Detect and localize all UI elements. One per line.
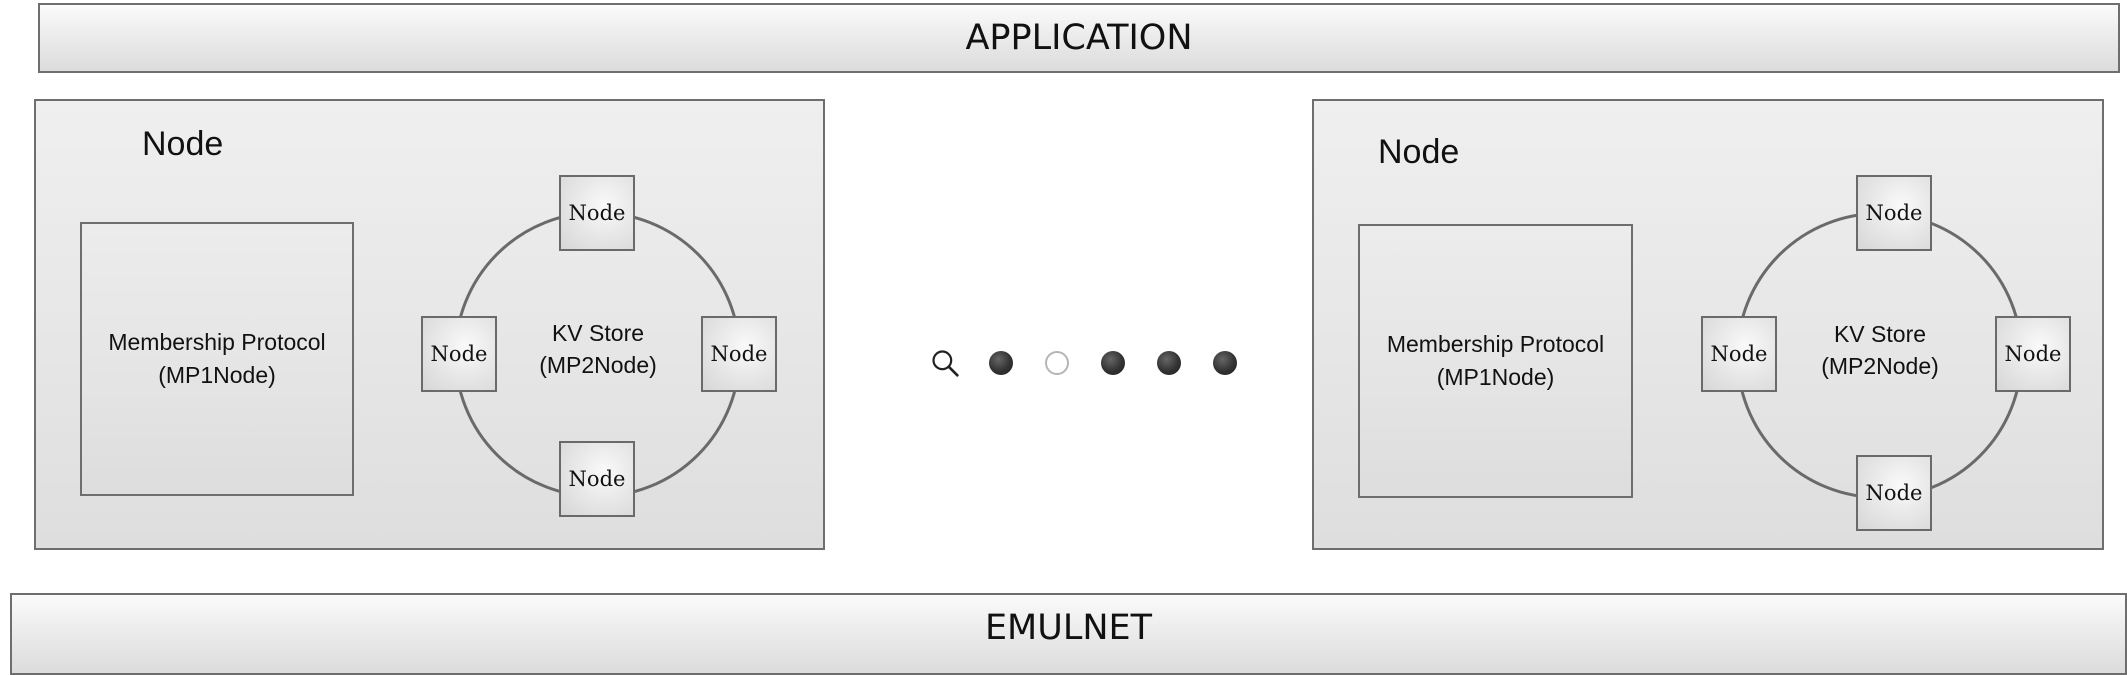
kv-store-title: KV Store (1833, 321, 1927, 347)
ring-node-right: Node (1995, 316, 2071, 392)
search-icon[interactable] (930, 343, 960, 383)
page-dot-3[interactable] (1098, 343, 1128, 383)
kv-store-class: (MP2Node) (539, 352, 657, 378)
page-indicator (930, 343, 1260, 383)
kv-store-class: (MP2Node) (1821, 353, 1939, 379)
dot-filled-icon (1101, 351, 1125, 375)
node-title: Node (1378, 133, 1460, 171)
page-dot-1[interactable] (986, 343, 1016, 383)
page-dot-2[interactable] (1042, 343, 1072, 383)
ring-node-right: Node (701, 316, 777, 392)
membership-protocol-box: Membership Protocol (MP1Node) (1358, 224, 1633, 498)
application-bar: APPLICATION (38, 3, 2120, 73)
page-dot-4[interactable] (1154, 343, 1184, 383)
ring-node-left: Node (1701, 316, 1777, 392)
dot-filled-icon (1213, 351, 1237, 375)
membership-protocol-box: Membership Protocol (MP1Node) (80, 222, 354, 496)
membership-protocol-class: (MP1Node) (1436, 364, 1555, 390)
ring-node-top: Node (559, 175, 635, 251)
ring-node-left: Node (421, 316, 497, 392)
dot-filled-icon (1157, 351, 1181, 375)
node-title: Node (142, 125, 224, 163)
kv-store-label: KV Store (MP2Node) (1780, 318, 1980, 382)
application-bar-label: APPLICATION (965, 18, 1193, 58)
node-panel-left: Node Membership Protocol (MP1Node) KV St… (34, 99, 825, 550)
dot-filled-icon (989, 351, 1013, 375)
membership-protocol-class: (MP1Node) (158, 362, 276, 388)
kv-store-label: KV Store (MP2Node) (498, 317, 698, 381)
membership-protocol-label: Membership Protocol (108, 329, 326, 355)
ring-node-bottom: Node (1856, 455, 1932, 531)
ring-node-top: Node (1856, 175, 1932, 251)
page-dot-5[interactable] (1210, 343, 1240, 383)
emulnet-bar-label: EMULNET (984, 608, 1153, 648)
node-panel-right: Node Membership Protocol (MP1Node) KV St… (1312, 99, 2104, 550)
membership-protocol-label: Membership Protocol (1386, 331, 1605, 357)
ring-node-bottom: Node (559, 441, 635, 517)
emulnet-bar: EMULNET (10, 593, 2127, 675)
dot-empty-icon (1045, 351, 1069, 375)
kv-store-title: KV Store (551, 320, 645, 346)
